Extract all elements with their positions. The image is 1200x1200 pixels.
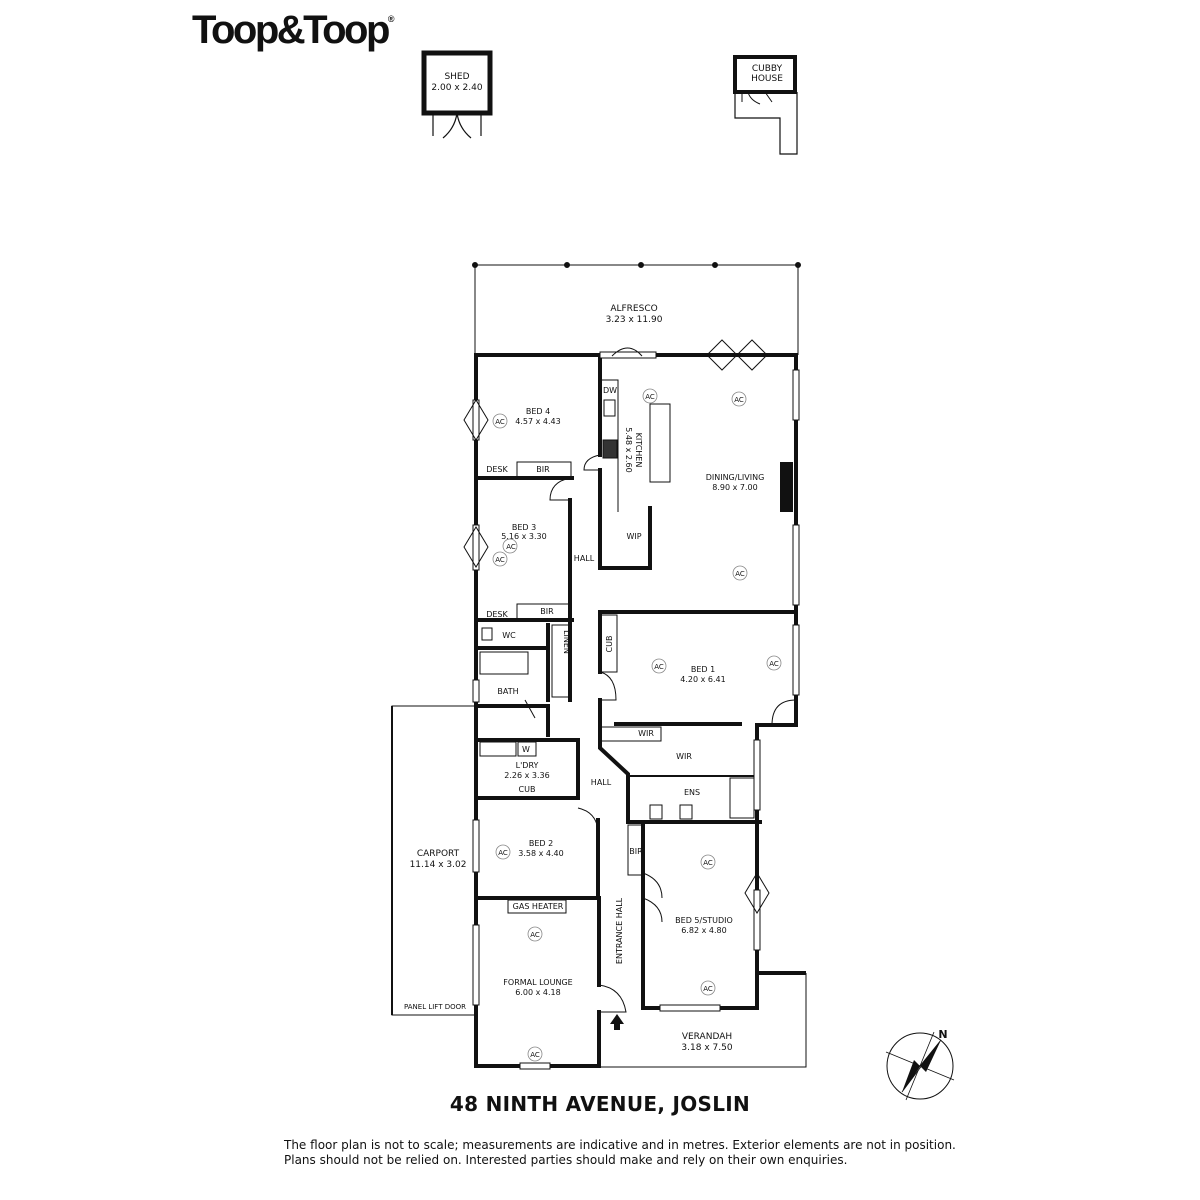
bed2-dims: 3.58 x 4.40: [518, 849, 563, 858]
bed4-name: BED 4: [526, 407, 550, 416]
registered-mark: ®: [387, 14, 395, 24]
wc-label: WC: [502, 631, 516, 640]
desk-label-bed3: DESK: [486, 610, 508, 619]
carport-name: CARPORT: [417, 849, 460, 859]
side-doors: [463, 399, 797, 1013]
disclaimer-line-2: Plans should not be relied on. Intereste…: [284, 1153, 848, 1167]
lounge-dims: 6.00 x 4.18: [515, 988, 560, 997]
gas-heater-label: GAS HEATER: [513, 902, 564, 911]
wip-label: WIP: [626, 532, 641, 541]
disclaimer-line-1: The floor plan is not to scale; measurem…: [284, 1138, 956, 1152]
ac-label: AC: [703, 985, 713, 993]
ac-units: [492, 388, 782, 1062]
bath-label: BATH: [497, 687, 518, 696]
wir-label-2: WIR: [676, 752, 692, 761]
bed1-name: BED 1: [691, 665, 715, 674]
bed3-name: BED 3: [512, 523, 536, 532]
ac-label: AC: [498, 849, 508, 857]
alfresco-name: ALFRESCO: [610, 304, 657, 314]
compass-north-label: N: [938, 1028, 947, 1041]
property-address: 48 NINTH AVENUE, JOSLIN: [449, 1092, 751, 1116]
entry-arrow-icon: [610, 1014, 624, 1030]
bed2-name: BED 2: [529, 839, 553, 848]
kitchen-name: KITCHEN: [634, 433, 643, 468]
cubby-name: CUBBY: [752, 64, 783, 74]
verandah-dims: 3.18 x 7.50: [681, 1043, 732, 1053]
carport-dims: 11.14 x 3.02: [410, 860, 467, 870]
cubby-house: [733, 55, 798, 155]
cubby-name-line2: HOUSE: [751, 74, 783, 84]
windows: [472, 351, 800, 1070]
laundry-name: L'DRY: [516, 761, 539, 770]
bed5-name: BED 5/STUDIO: [675, 916, 733, 925]
bir-label-bed5: BIR: [629, 847, 643, 856]
entrance-hall-label: ENTRANCE HALL: [615, 897, 624, 964]
panel-lift-door-label: PANEL LIFT DOOR: [404, 1003, 466, 1011]
ac-label: AC: [645, 393, 655, 401]
kitchen-dims: 5.48 x 2.60: [624, 427, 633, 472]
bir-label-bed3: BIR: [540, 607, 554, 616]
alfresco-dims: 3.23 x 11.90: [606, 315, 663, 325]
laundry-dims: 2.26 x 3.36: [504, 771, 549, 780]
wir-label-1: WIR: [638, 729, 654, 738]
bir-label-bed4: BIR: [536, 465, 550, 474]
verandah-name: VERANDAH: [682, 1032, 732, 1042]
ac-label: AC: [495, 556, 505, 564]
ac-label: AC: [530, 1051, 540, 1059]
brand-logo: Toop&Toop®: [192, 8, 395, 53]
dw-label: DW: [603, 386, 617, 395]
verandah-outline: [600, 971, 807, 1068]
dining-dims: 8.90 x 7.00: [712, 483, 757, 492]
shed: [421, 50, 493, 139]
hall-label-lower: HALL: [591, 778, 612, 787]
cub-label-laundry: CUB: [519, 785, 536, 794]
bed5-dims: 6.82 x 4.80: [681, 926, 726, 935]
ac-label: AC: [506, 543, 516, 551]
kitchen-fittings: [602, 339, 768, 512]
cub-label-bed1: CUB: [605, 636, 614, 653]
brand-name: Toop&Toop: [192, 8, 390, 52]
ac-label: AC: [769, 660, 779, 668]
joinery: [479, 461, 755, 914]
bed4-dims: 4.57 x 4.43: [515, 417, 560, 426]
compass: N: [885, 1028, 955, 1101]
hall-label-upper: HALL: [574, 554, 595, 563]
dining-name: DINING/LIVING: [706, 473, 765, 482]
ac-label: AC: [495, 418, 505, 426]
carport-outline: [391, 705, 475, 1016]
shed-dims: 2.00 x 2.40: [431, 83, 482, 93]
lounge-name: FORMAL LOUNGE: [503, 978, 572, 987]
fireplace: [780, 462, 793, 512]
alfresco-outline: [472, 262, 801, 355]
ac-label: AC: [734, 396, 744, 404]
ens-label: ENS: [684, 788, 700, 797]
w-label: W: [522, 745, 530, 754]
ac-label: AC: [735, 570, 745, 578]
ac-label: AC: [654, 663, 664, 671]
bed3-dims: 5.16 x 3.30: [501, 532, 546, 541]
bed1-dims: 4.20 x 6.41: [680, 675, 725, 684]
desk-label-bed4: DESK: [486, 465, 508, 474]
shed-name: SHED: [444, 72, 469, 82]
ac-label: AC: [703, 859, 713, 867]
ac-label: AC: [530, 931, 540, 939]
linen-label: LINEN: [562, 630, 571, 654]
disclaimer: The floor plan is not to scale; measurem…: [284, 1138, 984, 1168]
